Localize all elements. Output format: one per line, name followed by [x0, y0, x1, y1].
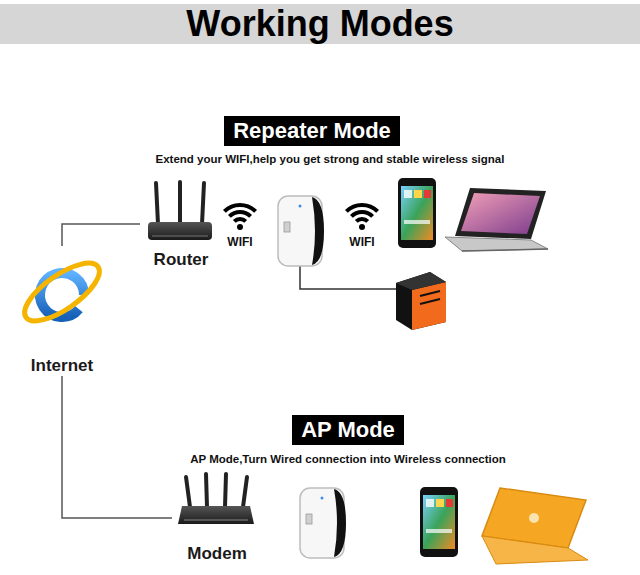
modem-icon [184, 520, 248, 521]
modem-icon [178, 506, 254, 524]
repeater-device [278, 196, 324, 266]
modem-icon [186, 477, 190, 507]
node-label: Modem [187, 544, 247, 564]
title-text: Working Modes [186, 4, 453, 44]
subtitle-note: AP Mode,Turn Wired connection into Wirel… [190, 453, 506, 465]
label-text: WIFI [349, 235, 374, 249]
modem-node: Modem [172, 472, 262, 564]
internet-icon [40, 290, 84, 299]
laptop-icon [445, 237, 548, 251]
router-icon [178, 182, 182, 224]
subtitle-note: Extend your WIFI,help you get strong and… [156, 153, 505, 165]
pc-tower-icon [396, 272, 446, 330]
node-label: Router [154, 250, 209, 270]
laptop-icon [455, 188, 546, 239]
label-text: Extend your WIFI,help you get strong and… [156, 153, 505, 165]
phone-icon [398, 178, 436, 248]
label-text: AP Mode,Turn Wired connection into Wirel… [190, 453, 506, 465]
modem-icon [225, 474, 226, 507]
laptop-icon [482, 488, 588, 564]
router-icon [152, 236, 208, 237]
pc-tower-icon [420, 299, 440, 304]
router-icon [156, 183, 158, 224]
mode-heading: AP Mode [292, 415, 404, 445]
router-node: Router [140, 178, 222, 270]
title-block: Working Modes [186, 4, 453, 44]
pc-tower-icon [396, 272, 446, 290]
wifi-label: WIFI [349, 235, 374, 249]
pc-tower-icon [396, 272, 446, 330]
modem-icon [243, 477, 247, 507]
phone-icon [420, 487, 458, 557]
router-icon [148, 182, 212, 240]
node-label: Internet [31, 356, 93, 376]
laptop-icon [462, 249, 548, 251]
pc-tower-icon [412, 282, 446, 330]
pc-tower-icon [420, 291, 440, 296]
ethernet-wire [300, 266, 396, 289]
modem-icon [206, 474, 207, 507]
wifi-symbol [224, 205, 255, 230]
laptop-icon [482, 536, 588, 564]
connector-line [62, 376, 172, 518]
wifi-label: WIFI [227, 235, 252, 249]
modem-icon [178, 474, 254, 524]
internet-icon [16, 253, 108, 331]
internet-icon [16, 253, 108, 331]
mode-heading: Repeater Mode [224, 116, 400, 146]
node-label: AP Mode [301, 417, 395, 443]
wifi-symbol [346, 205, 377, 230]
router-icon [202, 183, 204, 224]
internet-node: Internet [14, 246, 110, 376]
laptop-icon [445, 188, 548, 251]
node-label: Repeater Mode [233, 118, 391, 144]
router-icon [148, 222, 212, 240]
label-text: WIFI [227, 235, 252, 249]
title-band [0, 4, 640, 44]
repeater-device [300, 488, 346, 558]
connector-line [62, 224, 140, 246]
laptop-icon [529, 513, 539, 523]
laptop-icon [461, 193, 540, 234]
